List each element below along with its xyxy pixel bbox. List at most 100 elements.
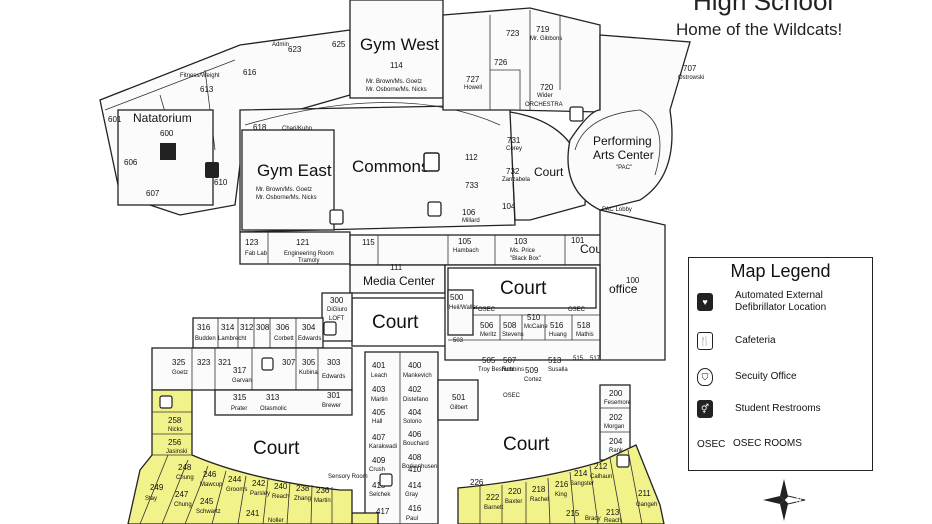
room-215: 215 — [566, 509, 580, 518]
legend-label-cafeteria: Cafeteria — [735, 335, 776, 346]
room-204: 204 — [609, 437, 623, 446]
room-414: 414 — [408, 481, 422, 490]
room-407-name: Karakwadi — [369, 444, 397, 450]
room-106-name: Millard — [462, 218, 480, 224]
media-center — [349, 264, 446, 294]
legend-title: Map Legend — [730, 261, 831, 281]
room-123-name: Fab Lab — [245, 251, 268, 257]
room-516: 516 — [550, 321, 564, 330]
room-325: 325 — [172, 358, 186, 367]
gym-east-staff-2: Mr. Osborne/Ms. Nicks — [256, 195, 317, 201]
room-610: 610 — [214, 178, 228, 187]
room-401: 401 — [372, 361, 386, 370]
room-114: 114 — [390, 61, 403, 70]
school-name: High School — [693, 0, 834, 16]
osec-label-1: OSEC — [478, 307, 496, 313]
room-500-name: Heil/Waller — [449, 305, 478, 311]
room-623: 623 — [288, 45, 302, 54]
room-403: 403 — [372, 385, 386, 394]
gym-east-label: Gym East — [257, 161, 332, 180]
room-501-box — [437, 379, 479, 421]
room-410: 410 — [408, 465, 422, 474]
room-516-name: Huang — [549, 332, 567, 338]
room-218: 218 — [532, 485, 546, 494]
room-415-name: Selchek — [369, 492, 391, 498]
room-226: 226 — [470, 478, 484, 487]
room-303: 303 — [327, 358, 341, 367]
room-403-name: Martin — [371, 397, 388, 403]
west-300-row-1 — [192, 317, 324, 349]
pool-icon — [160, 143, 176, 160]
room-407: 407 — [372, 433, 386, 442]
room-510-name: McCaine — [524, 324, 548, 330]
room-121: 121 — [296, 238, 310, 247]
pac-label-1: Performing — [593, 134, 652, 148]
room-200: 200 — [609, 389, 623, 398]
legend-label-aed: Automated External Defibrillator Locatio… — [735, 290, 827, 313]
room-241: 241 — [246, 509, 260, 518]
room-245: 245 — [200, 497, 214, 506]
room-105-name: Hambach — [453, 248, 479, 254]
room-313-name: Otasmolic — [260, 406, 287, 412]
room-405: 405 — [372, 408, 386, 417]
cafeteria-icon — [423, 152, 440, 172]
room-216: 216 — [555, 480, 569, 489]
room-245-name: Schwartz — [196, 509, 221, 515]
corridor-400 — [364, 351, 439, 524]
room-625: 625 — [332, 40, 346, 49]
room-503: 503 — [453, 338, 464, 344]
gym-east-staff-1: Mr. Brown/Ms. Goetz — [256, 187, 312, 193]
room-212-name: Calhaun — [590, 474, 612, 480]
room-246: 246 — [203, 470, 217, 479]
room-507-name: Robbins — [502, 367, 524, 373]
room-315: 315 — [233, 393, 247, 402]
room-112: 112 — [465, 153, 478, 162]
room-204-name: Rank — [609, 448, 624, 454]
gym-west-label: Gym West — [360, 35, 439, 54]
restroom-icon — [159, 395, 173, 409]
room-303-name: Edwards — [322, 374, 345, 380]
room-518: 518 — [577, 321, 591, 330]
room-402-name: Distefano — [403, 397, 429, 403]
highlighted-wing-west — [127, 389, 353, 524]
room-733: 733 — [465, 181, 479, 190]
natatorium-label: Natatorium — [133, 111, 192, 125]
room-723: 723 — [506, 29, 520, 38]
room-509-name: Cortez — [524, 377, 542, 383]
room-414-name: Gray — [405, 492, 418, 498]
room-501-name: Gilbert — [450, 405, 468, 411]
room-408-name: Borkenhusen — [402, 464, 437, 470]
tagline: Home of the Wildcats! — [676, 20, 843, 39]
legend-item-security: ⛉ Secuity Office — [697, 368, 867, 386]
room-202-name: Morgan — [604, 424, 624, 430]
room-241-name: Noller — [268, 518, 284, 524]
room-607: 607 — [146, 189, 160, 198]
restroom-icon — [323, 321, 337, 336]
court-label-southwest: Court — [253, 438, 300, 459]
room-707-name: Ostrowski — [678, 75, 704, 81]
gym-west-staff-1: Mr. Brown/Ms. Goetz — [366, 79, 422, 85]
room-500-box — [447, 289, 474, 336]
room-213-name: Reach — [604, 518, 621, 524]
room-513: 513 — [548, 356, 562, 365]
cafeteria-icon — [205, 162, 219, 178]
room-732: 732 — [506, 167, 520, 176]
room-720-name: Wider — [537, 93, 553, 99]
room-505: 505 — [482, 356, 496, 365]
music-wing — [442, 7, 601, 113]
room-506: 506 — [480, 321, 494, 330]
room-416-name: Paul — [406, 516, 418, 522]
osec-symbol: OSEC — [697, 438, 726, 450]
room-218-name: Rachel — [530, 497, 549, 503]
room-121-name: Tramoly — [298, 258, 319, 264]
room-417: 417 — [376, 507, 390, 516]
room-100: 100 — [626, 276, 640, 285]
room-238-name: Zhang — [294, 496, 311, 502]
room-501: 501 — [452, 393, 466, 402]
room-306: 306 — [276, 323, 290, 332]
room-106: 106 — [462, 208, 476, 217]
room-312: 312 — [240, 323, 254, 332]
room-317: 317 — [233, 366, 247, 375]
room-301: 301 — [327, 391, 341, 400]
pac-label-2: Arts Center — [593, 148, 654, 162]
